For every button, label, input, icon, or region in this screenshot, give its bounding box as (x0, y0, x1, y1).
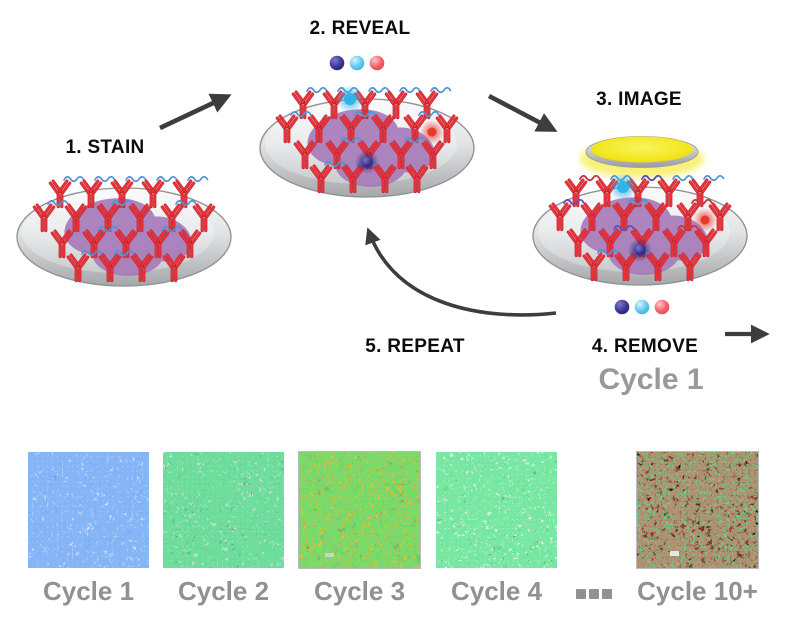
scale-bar (325, 553, 334, 557)
cycle-caption: Cycle 2 (177, 576, 270, 606)
cycle-caption: Cycle 4 (450, 576, 543, 606)
stain-dish (17, 177, 231, 286)
ellipsis-dots-icon (576, 589, 612, 599)
micrograph-cycle-10plus: Cycle 10+ (636, 451, 759, 606)
fluorophore-dots-remove (614, 299, 670, 315)
micrograph-cycle-1: Cycle 1 (28, 452, 149, 606)
scale-bar (670, 551, 679, 556)
image-dish (533, 173, 747, 285)
step-label-reveal: 2. REVEAL (309, 18, 411, 39)
arrow-repeat-curved (365, 227, 557, 317)
cycle-caption: Cycle 10+ (637, 576, 758, 606)
micrograph-cycle-3: Cycle 3 (298, 451, 421, 606)
fluorophore-dots-reveal (329, 55, 385, 71)
workflow-diagram (0, 55, 770, 344)
cycle-caption: Cycle 1 (42, 576, 135, 606)
arrow-stain-to-reveal (159, 93, 232, 131)
step-label-repeat: 5. REPEAT (365, 336, 465, 357)
micrograph-cycle-2: Cycle 2 (163, 452, 284, 606)
cycle-caption: Cycle 3 (313, 576, 406, 606)
micrograph-cycle-4: Cycle 4 (436, 452, 557, 606)
reveal-dish (260, 85, 474, 197)
step-label-remove: 4. REMOVE (591, 336, 699, 357)
step-label-image: 3. IMAGE (596, 89, 682, 110)
illumination-disc (580, 136, 704, 178)
arrow-reveal-to-image (487, 93, 558, 132)
cycle-annotation: Cycle 1 (598, 363, 704, 396)
step-label-stain: 1. STAIN (65, 137, 145, 158)
